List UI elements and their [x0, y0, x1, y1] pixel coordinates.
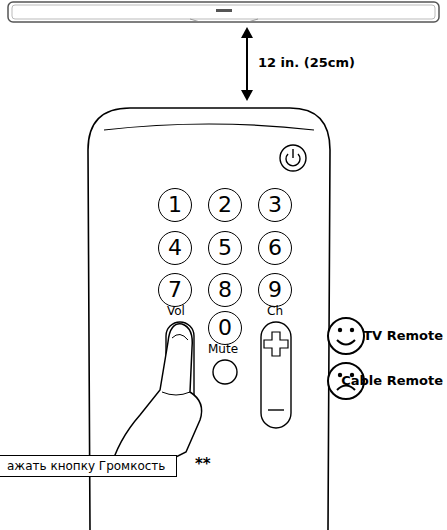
- number-button: 1: [158, 188, 192, 222]
- plus-sign: [264, 332, 288, 356]
- knuckle-line: [162, 392, 190, 395]
- label: Ch: [267, 305, 283, 318]
- button-digit: 3: [268, 194, 282, 216]
- button-digit: 5: [218, 237, 232, 259]
- label: Vol: [167, 305, 185, 318]
- arrowhead: [241, 27, 253, 38]
- number-button: 7: [158, 273, 192, 307]
- happy-face: [328, 318, 364, 354]
- soundbar-logo: [216, 9, 232, 12]
- number-button: 0: [208, 311, 242, 345]
- button-digit: 4: [168, 237, 182, 259]
- label: **: [195, 456, 211, 473]
- button-digit: 7: [168, 279, 182, 301]
- label: 12 in. (25cm): [258, 56, 355, 70]
- button-digit: 6: [268, 237, 282, 259]
- label: Cable Remote: [341, 374, 443, 388]
- soundbar: [8, 2, 439, 22]
- channel-rocker: [261, 322, 291, 428]
- minus-sign: [268, 409, 284, 410]
- number-button: 2: [208, 188, 242, 222]
- soundbar-base: [190, 19, 258, 22]
- number-button: 3: [258, 188, 292, 222]
- label: Mute: [208, 343, 238, 356]
- button-digit: 2: [218, 194, 232, 216]
- callout-box: ажать кнопку Громкость: [0, 455, 177, 477]
- number-button: 6: [258, 231, 292, 265]
- button-digit: 0: [218, 317, 232, 339]
- number-button: 4: [158, 231, 192, 265]
- button-digit: 9: [268, 279, 282, 301]
- eye: [338, 328, 342, 332]
- remote-ir-window: [104, 124, 314, 130]
- number-button: 9: [258, 273, 292, 307]
- soundbar-face: [12, 5, 435, 19]
- power-symbol: [292, 149, 293, 158]
- dimension-line: [246, 32, 248, 96]
- mute-button: [213, 360, 237, 384]
- arrowhead: [241, 90, 253, 101]
- smile: [337, 340, 355, 345]
- finger: [110, 324, 202, 470]
- button-digit: 1: [168, 194, 182, 216]
- button-digit: 8: [218, 279, 232, 301]
- fingernail: [172, 334, 188, 340]
- number-button: 5: [208, 231, 242, 265]
- label: TV Remote: [363, 329, 443, 343]
- number-button: 8: [208, 273, 242, 307]
- power-button: [280, 145, 306, 171]
- instruction-text: ажать кнопку Громкость: [7, 459, 165, 473]
- eye: [350, 328, 354, 332]
